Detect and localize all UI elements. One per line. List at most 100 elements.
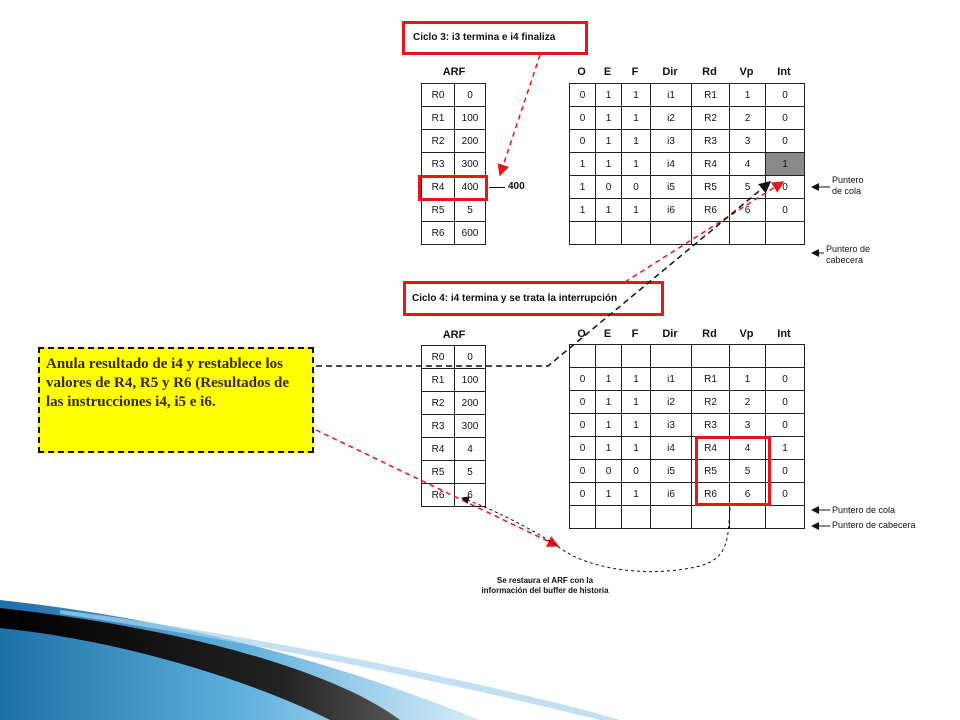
cycle3-rob-cell — [650, 221, 692, 245]
cycle4-rob-cell: i4 — [650, 436, 692, 460]
interrupt-note: Anula resultado de i4 y restablece los v… — [38, 347, 314, 453]
cycle4-rob-header: E — [603, 328, 612, 340]
cycle3-head-pointer-label: Puntero de cabecera — [826, 244, 871, 265]
cycle3-label: Ciclo 3: i3 termina e i4 finaliza — [413, 32, 556, 43]
cycle4-rob-cell — [595, 505, 622, 529]
cycle4-rd-vp-highlight — [695, 436, 771, 506]
cycle3-rob-cell: 0 — [765, 106, 805, 130]
cycle3-rob-header: F — [631, 66, 639, 78]
cycle3-arf-value: 100 — [454, 106, 486, 130]
cycle4-arf-register: R1 — [421, 368, 455, 392]
cycle3-rob-cell — [569, 221, 596, 245]
cycle4-rob-cell — [729, 505, 766, 529]
cycle3-rob-header: Int — [777, 66, 791, 78]
cycle3-r4-annotation-arrow — [489, 187, 505, 188]
cycle3-arf-register: R0 — [421, 83, 455, 107]
cycle3-rob-cell: 0 — [765, 198, 805, 222]
cycle4-label: Ciclo 4: i4 termina y se trata la interr… — [412, 293, 618, 304]
cycle3-rob-cell: 1 — [595, 198, 622, 222]
cycle4-rob-header: Vp — [739, 328, 754, 340]
cycle4-arf-value: 100 — [454, 368, 486, 392]
cycle3-r4-annotation: 400 — [508, 181, 525, 192]
cycle3-arf-value: 0 — [454, 83, 486, 107]
cycle4-rob-cell: 1 — [621, 367, 651, 391]
cycle4-arf-register: R6 — [421, 483, 455, 507]
cycle4-rob-header: Int — [777, 328, 791, 340]
cycle3-arf-value: 300 — [454, 152, 486, 176]
cycle4-rob-cell: i6 — [650, 482, 692, 506]
cycle4-label-box — [403, 281, 664, 316]
cycle4-rob-cell: 1 — [595, 436, 622, 460]
cycle4-arf-value: 0 — [454, 345, 486, 369]
cycle3-rob-cell: R3 — [691, 129, 730, 153]
cycle4-arf-title: ARF — [442, 329, 466, 341]
cycle3-arf-register: R3 — [421, 152, 455, 176]
cycle4-rob-cell — [569, 344, 596, 368]
cycle3-rob-cell — [765, 221, 805, 245]
cycle4-rob-cell: i3 — [650, 413, 692, 437]
cycle4-arf-value: 4 — [454, 437, 486, 461]
cycle4-rob-cell — [765, 505, 805, 529]
cycle4-rob-cell — [765, 344, 805, 368]
cycle3-label-box — [402, 21, 588, 55]
cycle3-rob-cell: 1 — [595, 129, 622, 153]
cycle4-rob-cell: 1 — [765, 436, 805, 460]
cycle3-arf-register: R2 — [421, 129, 455, 153]
cycle3-rob-header: Rd — [702, 66, 717, 78]
cycle3-arf-title: ARF — [442, 66, 466, 78]
cycle3-rob-cell: 1 — [621, 129, 651, 153]
cycle4-tail-pointer-label: Puntero de cola — [832, 505, 896, 515]
cycle3-rob-cell: 1 — [621, 83, 651, 107]
cycle4-rob-cell — [621, 344, 651, 368]
cycle4-rob-cell — [650, 505, 692, 529]
cycle3-rob-cell: 4 — [729, 152, 766, 176]
cycle4-rob-header: O — [577, 328, 586, 340]
note-to-caption-arrow — [315, 429, 560, 547]
cycle4-rob-cell: 2 — [729, 390, 766, 414]
cycle3-arf-register: R4 — [421, 175, 455, 199]
cycle3-rob-cell — [595, 221, 622, 245]
cycle3-to-r4-arrow — [497, 54, 541, 177]
cycle4-rob-row — [569, 344, 805, 368]
cycle3-arf-value: 5 — [454, 198, 486, 222]
restore-path-curve — [461, 496, 731, 573]
cycle4-to-int-arrow — [624, 181, 785, 283]
cycle4-arf-value: 6 — [454, 483, 486, 507]
cycle4-rob-cell — [691, 344, 730, 368]
slide-swoosh-decoration — [0, 600, 620, 720]
cycle3-rob-cell: R2 — [691, 106, 730, 130]
cycle3-rob-cell: 0 — [765, 83, 805, 107]
cycle4-rob-cell — [691, 505, 730, 529]
cycle3-arf-value: 400 — [454, 175, 486, 199]
cycle3-rob-cell: R5 — [691, 175, 730, 199]
cycle4-rob-cell: R3 — [691, 413, 730, 437]
cycle4-arf-value: 300 — [454, 414, 486, 438]
cycle4-rob-header: Rd — [702, 328, 717, 340]
cycle4-rob-cell: R2 — [691, 390, 730, 414]
cycle3-r4-highlight — [418, 175, 488, 201]
cycle4-rob-cell: 0 — [765, 459, 805, 483]
cycle4-rob-header: F — [631, 328, 639, 340]
cycle4-rob-cell: 0 — [569, 413, 596, 437]
cycle3-rob-header: E — [603, 66, 612, 78]
cycle3-arf-value: 600 — [454, 221, 486, 245]
cycle3-rob-cell: R6 — [691, 198, 730, 222]
cycle3-rob-header: Vp — [739, 66, 754, 78]
